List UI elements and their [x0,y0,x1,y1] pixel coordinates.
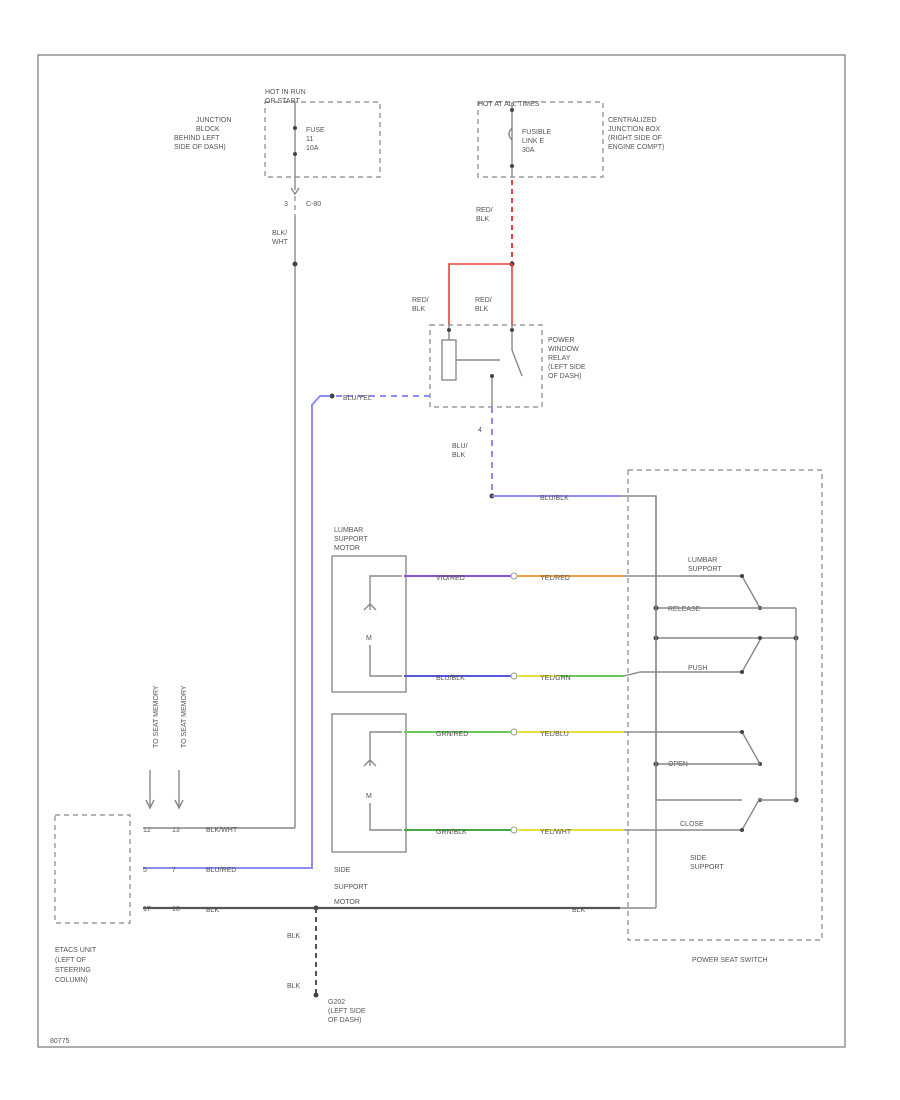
fuse-rating: 10A [306,145,319,152]
side-motor-label-2: SUPPORT [334,884,368,891]
side-motor-label-3: MOTOR [334,899,360,906]
wire-label-grn-red: GRN/RED [436,731,468,738]
ground-label-3: OF DASH) [328,1017,361,1024]
or-start-label: OR START [265,98,300,105]
side-support-label-1: SIDE [690,855,707,862]
power-seat-switch-label: POWER SEAT SWITCH [692,957,768,964]
etacs-pin-12: 12 [143,827,151,834]
relay-label-3: RELAY [548,355,571,362]
etacs-pin-17: 17 [143,906,151,913]
relay-wire-label-r-2: BLK [475,306,489,313]
ground-label-1: G202 [328,999,345,1006]
junction-block-label-1: JUNCTION [196,117,231,124]
wire-label-red-blk-top-1: RED/ [476,207,493,214]
ground-g202: BLK BLK G202 (LEFT SIDE OF DASH) [287,905,366,1024]
etacs-label-3: STEERING [55,967,91,974]
wire-label-blk-wht-b: BLK/WHT [206,827,238,834]
seat-memory-ref-1: TO SEAT MEMORY [153,685,160,748]
side-motor-symbol: M [366,793,372,800]
seat-memory-refs: TO SEAT MEMORY TO SEAT MEMORY [145,685,188,810]
power-seat-switch: POWER SEAT SWITCH LUMBAR SUPPORT RELEASE… [627,469,823,964]
side-motor-label-1: SIDE [334,867,351,874]
fusible-link-label: FUSIBLE [522,129,552,136]
side-support-label-2: SUPPORT [690,864,724,871]
ground-label-2: (LEFT SIDE [328,1008,366,1015]
wire-label-red-blk-top-2: BLK [476,216,490,223]
wire-label-yel-grn: YEL/GRN [540,675,571,682]
wire-label-yel-blu: YEL/BLU [540,731,569,738]
etacs-pin-5: 5 [143,867,147,874]
lumbar-motor-label-1: LUMBAR [334,527,363,534]
ground-wire-label-2: BLK [287,983,301,990]
relay-wire-label-l-2: BLK [412,306,426,313]
etacs-label-1: ETACS UNIT [55,947,97,954]
wire-label-blu-yel: BLU/YEL [343,395,372,402]
wire-label-blu-blk-w: BLU/BLK [436,675,465,682]
wire-label-vio-red: VIO/RED [436,575,465,582]
centralized-junction-box: HOT AT ALL TIMES FUSIBLE LINK E 30A CENT… [477,101,664,178]
wire-label-blu-red: BLU/RED [206,867,236,874]
central-jb-label-1: CENTRALIZED [608,117,657,124]
diagram-frame [37,54,846,1048]
fusible-link-rating: 30A [522,147,535,154]
connector-pin-3: 3 [284,201,288,208]
etacs-pin-7: 7 [172,867,176,874]
lumbar-support-motor: LUMBAR SUPPORT MOTOR M [331,527,407,693]
junction-block-label-3: BEHIND LEFT [174,135,220,142]
lumbar-motor-label-2: SUPPORT [334,536,368,543]
side-support-motor: SIDE SUPPORT MOTOR M [331,713,407,906]
push-label: PUSH [688,665,707,672]
fuse-label: FUSE [306,127,325,134]
release-label: RELEASE [668,606,701,613]
figure-id: 80775 [50,1038,70,1045]
relay-label-2: WINDOW [548,346,579,353]
lumbar-motor-label-3: MOTOR [334,545,360,552]
wire-label-yel-red: YEL/RED [540,575,570,582]
fusible-link-id: LINK E [522,138,545,145]
relay-pin-4: 4 [478,427,482,434]
etacs-label-2: (LEFT OF [55,957,86,964]
wire-label-blu-blk-1: BLU/ [452,443,468,450]
relay-wire-label-r-1: RED/ [475,297,492,304]
junction-block-label-2: BLOCK [196,126,220,133]
wire-label-blk: BLK [206,907,220,914]
etacs-unit: ETACS UNIT (LEFT OF STEERING COLUMN) 12 … [54,814,180,984]
central-jb-label-3: (RIGHT SIDE OF [608,135,662,142]
central-jb-label-4: ENGINE COMPT) [608,144,664,151]
seat-memory-ref-2: TO SEAT MEMORY [181,685,188,748]
wire-label-blu-blk-2: BLK [452,452,466,459]
etacs-pin-13: 13 [172,827,180,834]
wire-label-blu-blk-3: BLU/BLK [540,495,569,502]
wire-label-yel-wht: YEL/WHT [540,829,572,836]
wire-label-blk-wht-1: BLK/ [272,230,287,237]
relay-label-5: OF DASH) [548,373,581,380]
junction-block-label-4: SIDE OF DASH) [174,144,226,151]
connector-c80: C-80 [306,201,321,208]
etacs-pin-18: 18 [172,906,180,913]
wire-label-blk-r: BLK [572,907,586,914]
fuse-number: 11 [306,136,313,143]
junction-block: HOT IN RUN OR START JUNCTION BLOCK BEHIN… [174,89,381,216]
central-jb-label-2: JUNCTION BOX [608,126,660,133]
relay-wire-label-l-1: RED/ [412,297,429,304]
wire-label-blk-wht-2: WHT [272,239,289,246]
close-label: CLOSE [680,821,704,828]
hot-at-all-times-label: HOT AT ALL TIMES [478,101,540,108]
wire-label-grn-blk: GRN/BLK [436,829,467,836]
lumbar-switch-label-1: LUMBAR [688,557,717,564]
relay-label-4: (LEFT SIDE [548,364,586,371]
hot-in-run-label: HOT IN RUN [265,89,306,96]
ground-wire-label-1: BLK [287,933,301,940]
power-window-relay: RED/ BLK RED/ BLK POWER WINDOW RELAY (LE… [412,297,586,408]
lumbar-motor-symbol: M [366,635,372,642]
etacs-label-4: COLUMN) [55,977,88,984]
lumbar-switch-label-2: SUPPORT [688,566,722,573]
relay-label-1: POWER [548,337,574,344]
